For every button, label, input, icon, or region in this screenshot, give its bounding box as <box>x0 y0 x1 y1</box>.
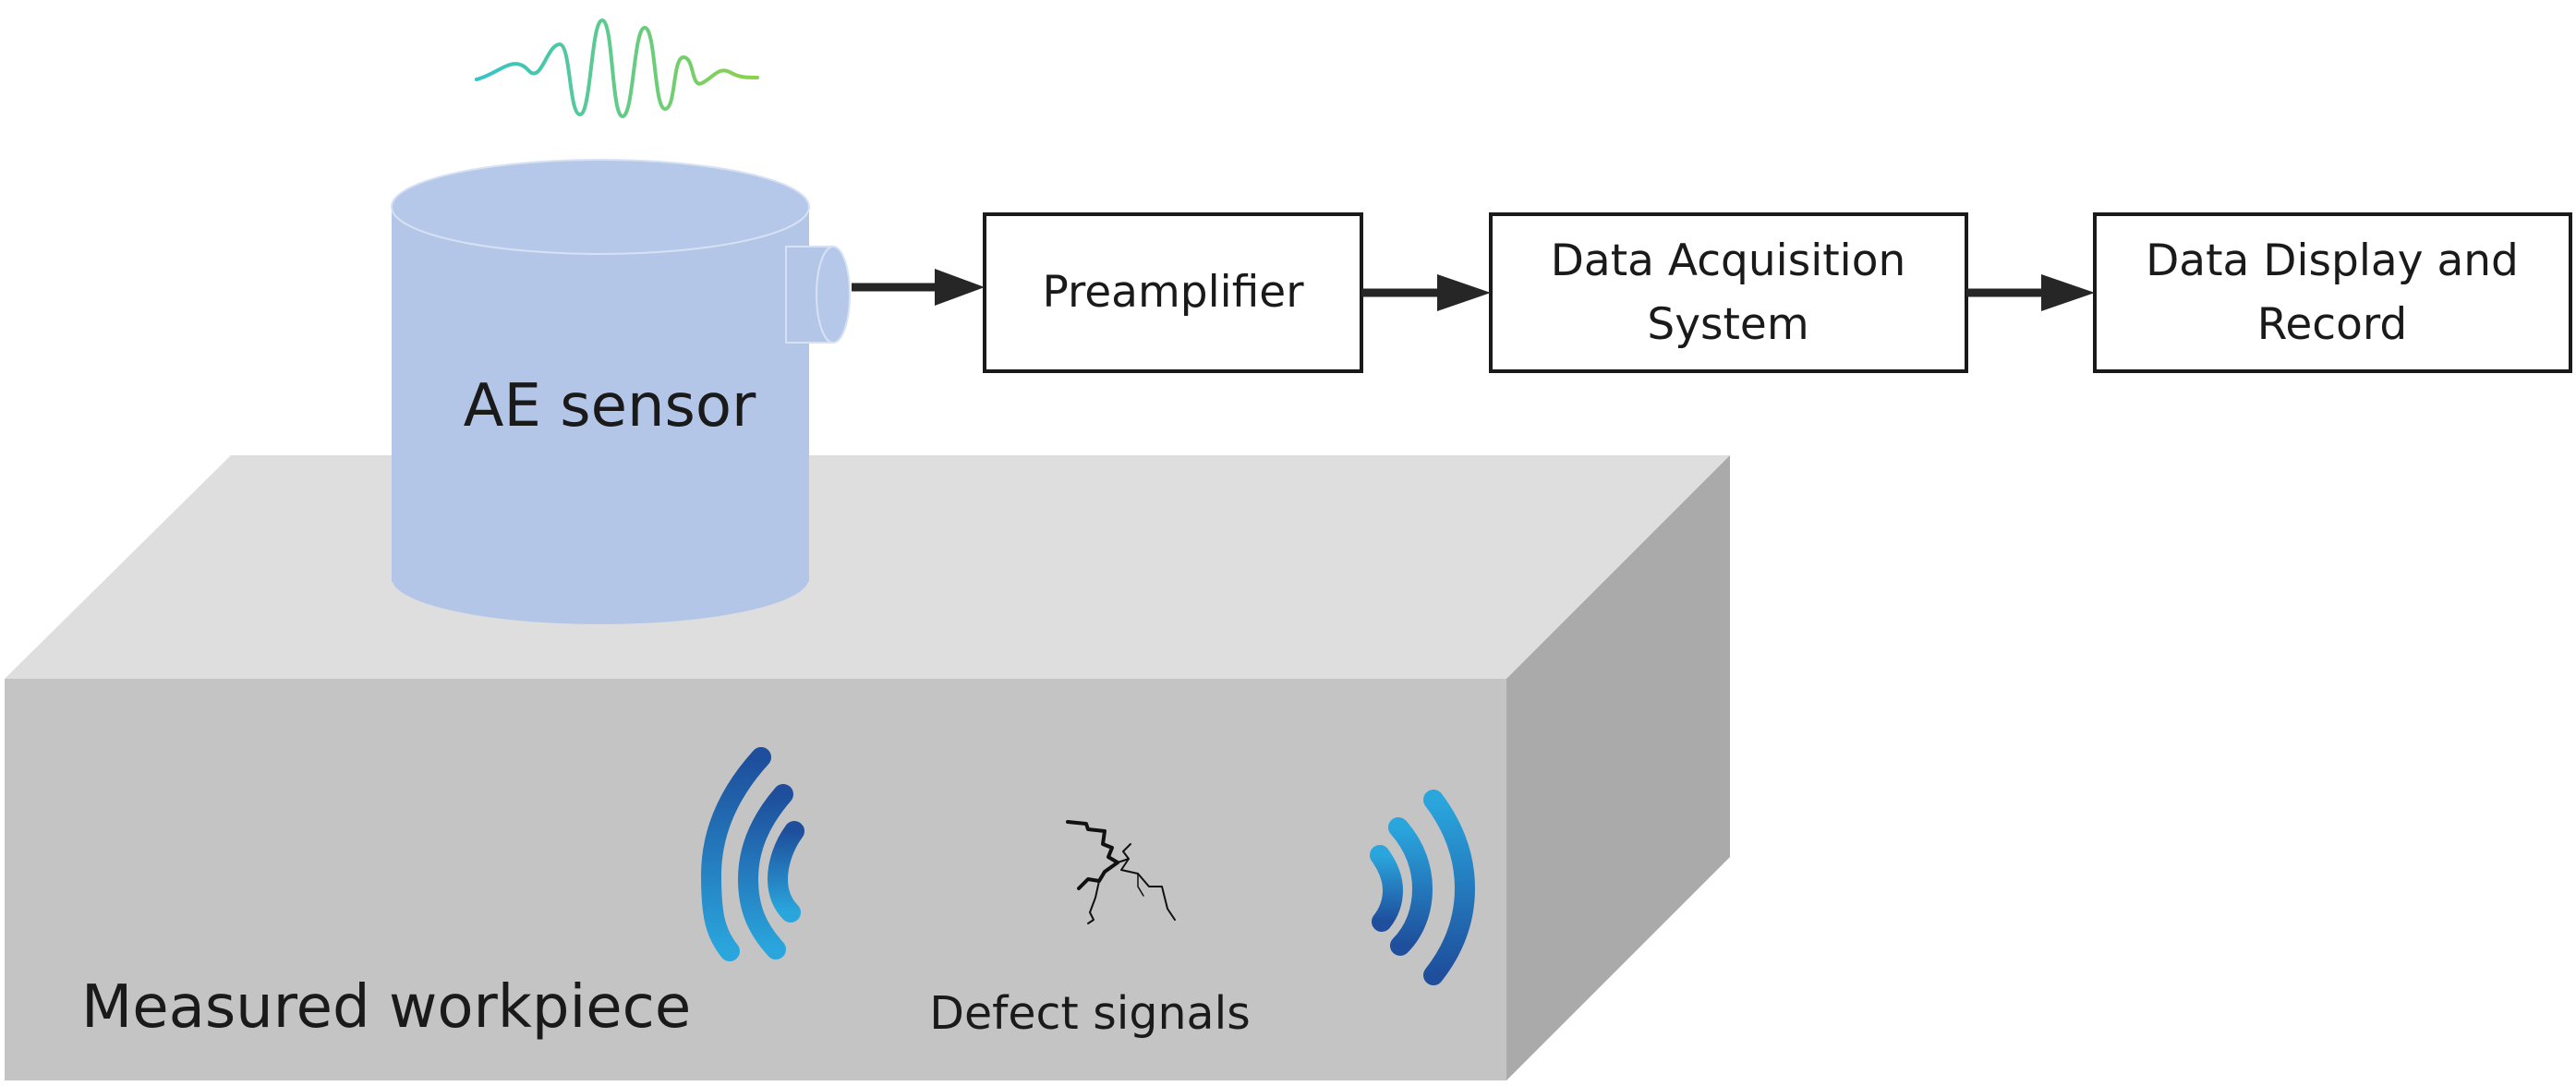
arrow-sensor-to-preamp-head <box>935 269 985 306</box>
workpiece-label: Measured workpiece <box>81 973 691 1042</box>
flow-arrows <box>852 269 2095 311</box>
box-preamplifier: Preamplifier <box>983 212 1363 373</box>
emission-waves-left <box>700 747 804 961</box>
box-data-acquisition-frame <box>1489 212 1968 373</box>
arrow-daq-to-display-head <box>2041 274 2095 311</box>
defect-label: Defect signals <box>929 987 1250 1040</box>
wave-right-icon <box>1370 790 1476 985</box>
sensor-connector-cap <box>816 246 851 344</box>
crack-icon <box>1066 820 1176 924</box>
ae-sensor: AE sensor <box>391 159 851 624</box>
box-preamplifier-frame <box>983 212 1363 373</box>
box-data-display-frame <box>2093 212 2572 373</box>
arrow-preamp-to-daq-head <box>1437 274 1491 311</box>
box-data-acquisition-label-1: Data Acquisition <box>1551 235 1906 286</box>
sensor-top <box>391 159 810 255</box>
sensor-label: AE sensor <box>464 372 756 440</box>
workpiece-side-face <box>1506 455 1730 1080</box>
box-data-display-label-2: Record <box>2257 299 2407 350</box>
box-data-acquisition: Data Acquisition System <box>1489 212 1968 373</box>
waveform-icon <box>475 18 759 119</box>
box-data-display-label-1: Data Display and <box>2146 235 2519 286</box>
box-data-acquisition-label-2: System <box>1647 299 1808 350</box>
box-data-display: Data Display and Record <box>2093 212 2572 373</box>
workpiece-top-face <box>5 455 1730 679</box>
box-preamplifier-label: Preamplifier <box>1042 267 1304 318</box>
sensor-body <box>392 207 809 582</box>
sensor-bottom <box>392 532 809 624</box>
